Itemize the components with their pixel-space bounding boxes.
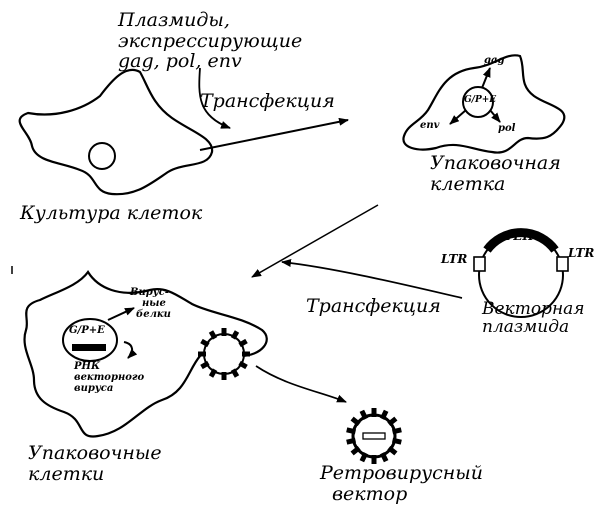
transfection-bottom-label: Трансфекция	[306, 296, 441, 317]
viral-proteins-line-3: белки	[130, 310, 171, 321]
retroviral-vector-line-1: Ретровирусный	[320, 463, 483, 484]
plasmids-line-1: Плазмиды,	[118, 10, 302, 31]
virion-spike	[242, 352, 250, 357]
packaging-cell-line-1: Упаковочная	[430, 153, 561, 174]
vector-plasmid-label: Векторная плазмида	[482, 300, 585, 337]
culture-cell-nucleus	[89, 143, 115, 169]
packaging-cells-line-2: клетки	[28, 464, 162, 485]
ltr-right-label: LTR	[568, 247, 594, 260]
budding-virion	[204, 334, 244, 374]
ltr-left-box	[474, 257, 485, 271]
packaging-cells-label: Упаковочные клетки	[28, 443, 162, 484]
virion-spike	[222, 372, 227, 380]
rna-label: РНК векторного вируса	[74, 362, 144, 394]
virion-spike	[372, 408, 377, 417]
gene-env-label: env	[420, 121, 439, 132]
viral-proteins-line-2: ные	[130, 299, 171, 310]
packaging-cell-line-2: клетка	[430, 174, 561, 195]
rna-arrow	[124, 342, 132, 358]
vector-plasmid-line-2: плазмида	[482, 318, 585, 336]
gene-pol-label: pol	[498, 124, 515, 135]
gene-label: ГЕН	[505, 230, 534, 243]
rna-line-3: вируса	[74, 384, 144, 395]
packaging-cells-line-1: Упаковочные	[28, 443, 162, 464]
culture-label: Культура клеток	[20, 203, 202, 224]
culture-cell	[20, 70, 212, 194]
vector-rna-bar	[363, 433, 385, 439]
plasmids-label: Плазмиды, экспрессирующие gag, pol, env	[118, 10, 302, 72]
gag-arrow	[482, 68, 490, 88]
virion-spike	[198, 352, 206, 357]
plasmids-line-3: gag, pol, env	[118, 51, 302, 72]
vector-plasmid-line-1: Векторная	[482, 300, 585, 318]
pol-arrow	[490, 110, 500, 122]
retroviral-vector-label: Ретровирусный вектор	[320, 463, 483, 504]
arrow-plasmid-transfection	[282, 262, 462, 298]
rna-line-2: векторного	[74, 373, 144, 384]
retroviral-vector-line-2: вектор	[320, 484, 483, 505]
viral-proteins-label: Вирус- ные белки	[130, 288, 171, 320]
gp-e-lower-label: G/P+E	[69, 326, 105, 337]
env-arrow	[450, 110, 466, 124]
plasmids-line-2: экспрессирующие	[118, 31, 302, 52]
rna-bar	[72, 344, 106, 351]
transfection-top-label: Трансфекция	[200, 91, 335, 112]
virion-spike	[222, 328, 227, 336]
arrow-virion-release	[256, 366, 346, 402]
gp-e-label: G/P+E	[464, 96, 496, 106]
ltr-left-label: LTR	[441, 253, 467, 266]
ltr-right-box	[557, 257, 568, 271]
packaging-cell-label: Упаковочная клетка	[430, 153, 561, 194]
gene-gag-label: gag	[484, 56, 504, 67]
